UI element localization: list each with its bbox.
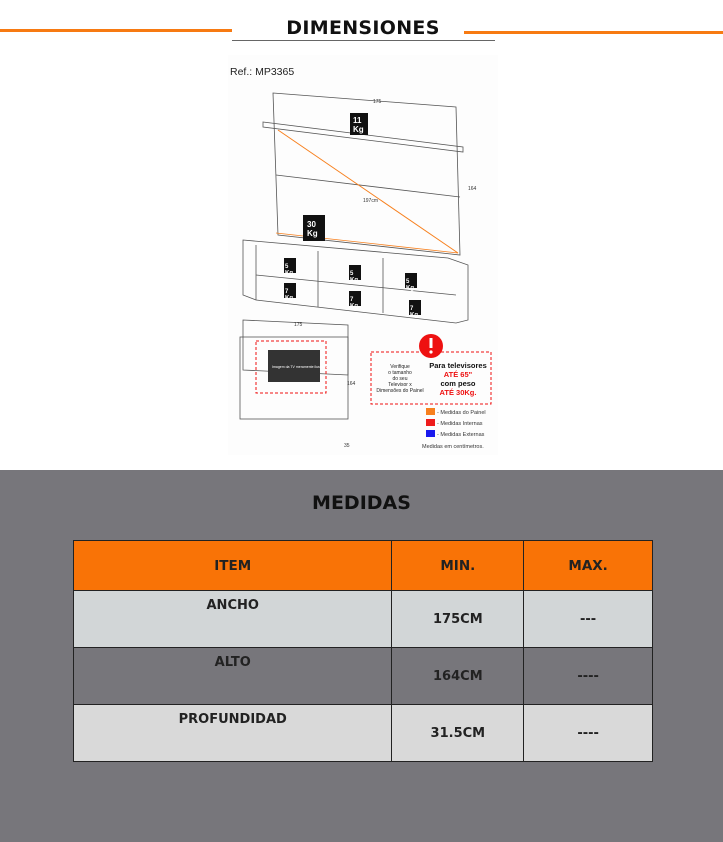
cell-min: 164CM [391, 647, 525, 705]
warning-line3: com peso [440, 379, 475, 388]
cell-item: ALTO [72, 647, 393, 705]
warning-verify: Verifique [390, 364, 410, 370]
dim-diagonal-label: 197cm [363, 198, 378, 204]
table-row: PROFUNDIDAD 31.5CM ---- [72, 704, 653, 762]
cell-max: --- [523, 590, 653, 648]
table-row: ANCHO 175CM --- [72, 590, 653, 648]
cell-item: PROFUNDIDAD [72, 704, 393, 762]
header-max: MAX. [523, 540, 653, 591]
front-height-label: 164 [347, 381, 356, 387]
legend-label: - Medidas Internas [437, 421, 483, 427]
cell-min: 175CM [391, 590, 525, 648]
ref-code: Ref.: MP3365 [230, 66, 294, 78]
orange-divider-right [464, 31, 723, 34]
dim-height-label: 164 [468, 186, 477, 192]
section-title-dimensiones: DIMENSIONES [286, 17, 440, 39]
units-note: Medidas em centímetros. [422, 444, 484, 450]
header-min: MIN. [391, 540, 525, 591]
legend-swatch-red [426, 419, 435, 426]
warning-verify: Dimensões do Painel [376, 388, 423, 394]
legend-label: - Medidas Externas [437, 432, 485, 438]
dimensions-section: DIMENSIONES Ref.: MP3365 175 164 197cm 1… [0, 17, 723, 455]
orange-divider-left [0, 29, 232, 32]
cell-max: ---- [523, 647, 653, 705]
cell-min: 31.5CM [391, 704, 525, 762]
front-depth-label: 35 [344, 443, 350, 449]
warning-verify: o tamanho [388, 370, 412, 376]
cell-item: ANCHO [72, 590, 393, 648]
tv-note: Imagem da TV meramente ilustrativa [272, 365, 329, 369]
table-row: ALTO 164CM ---- [72, 647, 653, 705]
section-title-medidas: MEDIDAS [312, 492, 411, 514]
dim-width-label: 175 [373, 99, 382, 105]
title-underline [232, 40, 495, 41]
legend-swatch-blue [426, 430, 435, 437]
header-item: ITEM [72, 540, 393, 591]
front-width-label: 175 [294, 322, 303, 328]
warning-line2: ATÉ 65" [444, 370, 473, 379]
legend-swatch-orange [426, 408, 435, 415]
warning-verify: Televisor x [388, 382, 412, 388]
legend-label: - Medidas do Painel [437, 410, 486, 416]
measurements-table: ITEM MIN. MAX. ANCHO 175CM --- ALTO 164C… [72, 540, 653, 762]
warning-verify: do seu [392, 376, 407, 382]
cell-max: ---- [523, 704, 653, 762]
warning-line1: Para televisores [429, 361, 487, 370]
table-header-row: ITEM MIN. MAX. [72, 540, 653, 591]
warning-line4: ATÉ 30Kg. [440, 388, 477, 397]
